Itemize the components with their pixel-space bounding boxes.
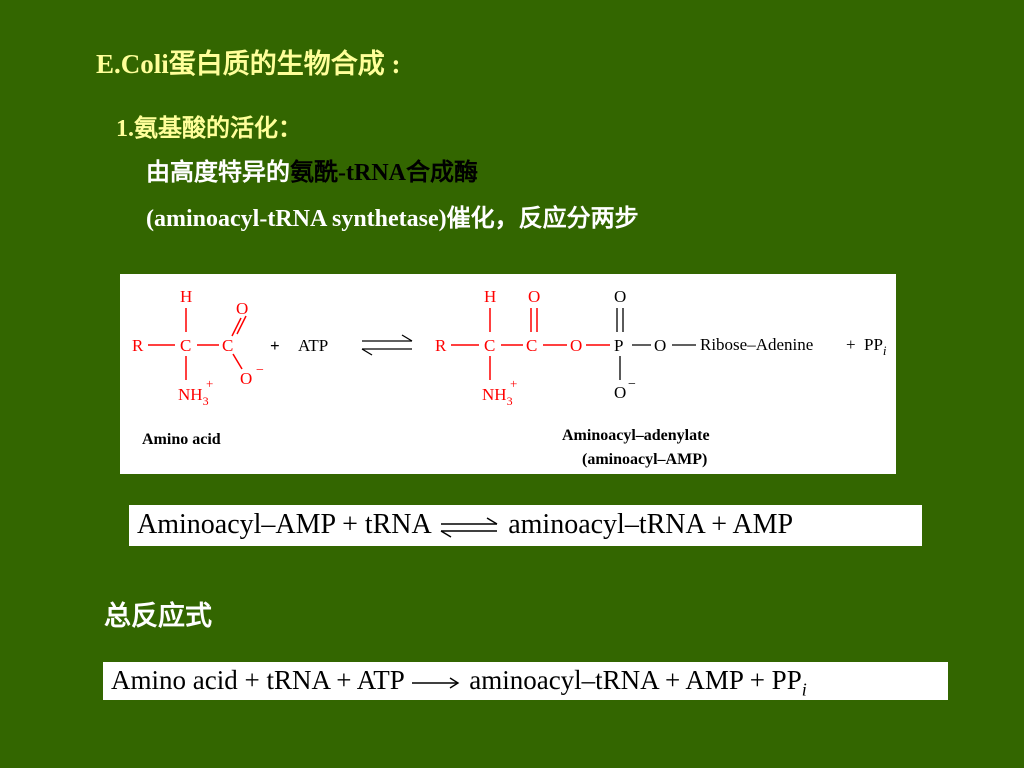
- transfer-reaction-panel: Aminoacyl–AMP + tRNA aminoacyl–tRNA + AM…: [129, 505, 922, 546]
- overall-ppi-subscript: i: [801, 679, 807, 700]
- ad-o-ribose: O: [654, 336, 666, 355]
- overall-equation: Amino acid + tRNA + ATP aminoacyl–tRNA +…: [111, 665, 807, 700]
- aa-bonds: [148, 308, 247, 380]
- atp-label: ATP: [298, 336, 328, 355]
- aa-nh3: NH3: [178, 385, 209, 408]
- ad-c-carbonyl: C: [526, 336, 537, 355]
- ad-o-bottom-minus: −: [628, 377, 636, 392]
- aa-r: R: [132, 336, 144, 355]
- transfer-products: aminoacyl–tRNA + AMP: [508, 509, 794, 540]
- transfer-reactants: Aminoacyl–AMP + tRNA: [137, 509, 431, 540]
- forward-arrow: [412, 677, 460, 689]
- aa-c-alpha: C: [180, 336, 191, 355]
- ad-bonds-red: [451, 308, 610, 380]
- ad-o-bottom: O: [614, 383, 626, 402]
- aa-nh3-charge: +: [206, 376, 213, 391]
- label-aminoacyl-adenylate: Aminoacyl–adenylate: [562, 427, 710, 444]
- plus-sign-1: +: [270, 336, 280, 355]
- transfer-equation: Aminoacyl–AMP + tRNA aminoacyl–tRNA + AM…: [137, 509, 793, 541]
- enzyme-name: 氨酰-tRNA合成酶: [290, 160, 478, 186]
- ppi-label: PPi: [864, 335, 887, 358]
- overall-reaction-panel: Amino acid + tRNA + ATP aminoacyl–tRNA +…: [103, 662, 948, 700]
- plus-sign-2: +: [846, 335, 856, 354]
- ad-r: R: [435, 336, 447, 355]
- description-line-1: 由高度特异的氨酰-tRNA合成酶: [146, 152, 478, 187]
- overall-products: aminoacyl–tRNA + AMP + PP: [469, 665, 802, 695]
- ad-bonds-black: [616, 308, 696, 380]
- ad-o-top: O: [614, 287, 626, 306]
- label-amino-acid: Amino acid: [142, 431, 221, 448]
- equilibrium-arrow-2: [440, 516, 498, 538]
- label-aminoacyl-amp: (aminoacyl–AMP): [582, 451, 707, 468]
- ad-nh3-charge: +: [510, 376, 517, 391]
- activation-reaction-panel: H R C C O O − NH3 + + ATP: [120, 274, 896, 474]
- aa-o-double: O: [236, 299, 248, 318]
- ad-p: P: [614, 336, 623, 355]
- aa-h: H: [180, 287, 192, 306]
- aa-o-minus: O: [240, 369, 252, 388]
- aa-c-carboxyl: C: [222, 336, 233, 355]
- ad-h: H: [484, 287, 496, 306]
- description-prefix: 由高度特异的: [146, 160, 290, 186]
- aa-o-minus-sign: −: [256, 363, 264, 378]
- equilibrium-arrow-1: [361, 334, 413, 356]
- overall-reactants: Amino acid + tRNA + ATP: [111, 665, 404, 695]
- total-reaction-label: 总反应式: [104, 601, 212, 632]
- slide-title: E.Coli蛋白质的生物合成 :: [96, 49, 401, 79]
- ad-c-alpha: C: [484, 336, 495, 355]
- ad-nh3: NH3: [482, 385, 513, 408]
- ribose-adenine-label: Ribose–Adenine: [700, 335, 813, 354]
- activation-reaction-diagram: H R C C O O − NH3 + + ATP: [132, 287, 887, 468]
- ad-o-link: O: [570, 336, 582, 355]
- section-heading: 1.氨基酸的活化：: [116, 116, 302, 142]
- ad-o-carbonyl: O: [528, 287, 540, 306]
- description-line-2: (aminoacyl-tRNA synthetase)催化，反应分两步: [146, 206, 639, 232]
